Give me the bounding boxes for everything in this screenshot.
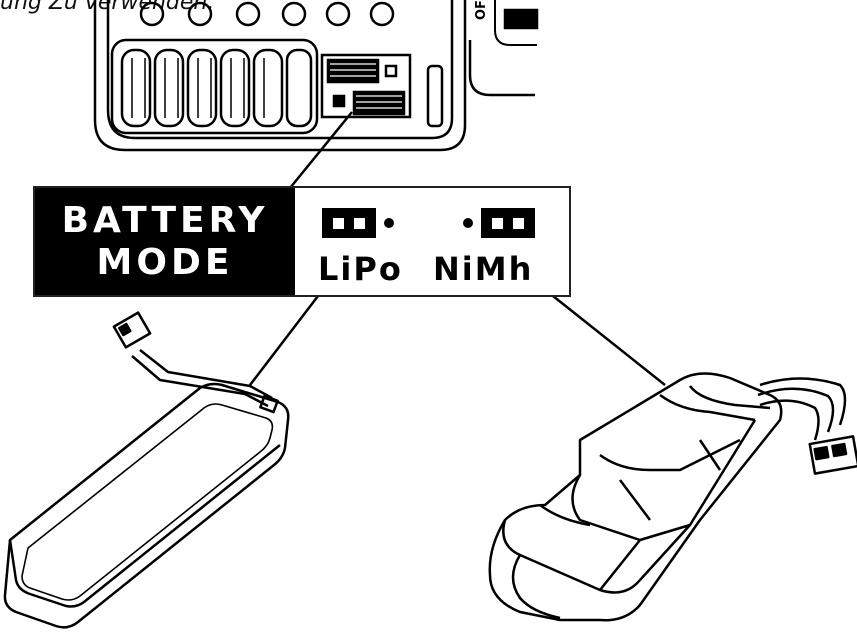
option-lipo-label: LiPo — [318, 250, 403, 288]
jumper-nimh-icon — [455, 206, 535, 240]
nimh-battery-icon — [488, 372, 857, 622]
battery-mode-title-line1: BATTERY — [61, 199, 269, 241]
leader-line-lipo — [249, 295, 319, 386]
jumper-lipo-icon — [322, 206, 402, 240]
lipo-battery-icon — [3, 311, 290, 629]
switch-off-label: OFF — [474, 0, 489, 20]
leader-line-nimh — [552, 295, 666, 386]
battery-mode-title-line2: MODE — [96, 241, 234, 283]
battery-mode-title: BATTERY MODE — [35, 188, 295, 295]
leader-line-board — [289, 111, 353, 189]
battery-mode-panel: BATTERY MODE LiPo NiMh — [33, 186, 571, 297]
receiver-board-icon — [93, 0, 539, 152]
option-nimh-label: NiMh — [433, 250, 534, 288]
